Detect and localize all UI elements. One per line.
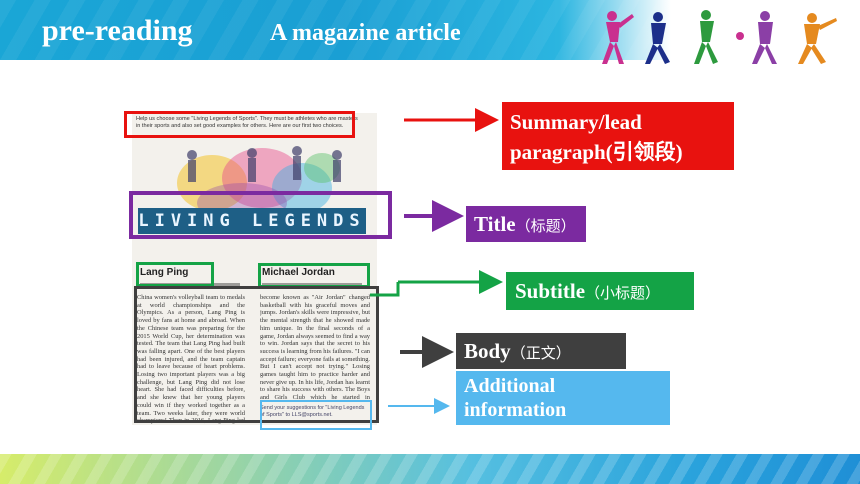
body-highlight (134, 286, 379, 423)
magazine-intro-text: Help us choose some "Living Legends of S… (136, 116, 358, 129)
ball-icon (736, 32, 744, 40)
footer-band (0, 454, 860, 484)
subtitle-highlight-left (136, 262, 214, 287)
additional-highlight (260, 400, 372, 430)
subtitle-label-cn: （小标题） (585, 284, 661, 302)
right-footer-text: Send your suggestions for "Living Legend… (260, 405, 365, 418)
footer-band-stripes (0, 454, 860, 484)
athlete-figure (752, 11, 777, 64)
body-label: Body（正文） (456, 333, 626, 369)
header-banner (0, 0, 860, 60)
title-label-en: Title (474, 212, 516, 236)
summary-label-text: Summary/lead paragraph(引领段) (510, 110, 683, 164)
title-label-cn: （标题） (515, 217, 576, 235)
subtitle-label: Subtitle（小标题） (506, 272, 694, 310)
right-subtitle: Michael Jordan (262, 267, 335, 278)
subtitle-connector (370, 282, 400, 297)
header-banner-stripes (0, 0, 860, 60)
additional-label-en: Additional information (464, 375, 567, 421)
magazine-title: LIVING LEGENDS (138, 211, 366, 231)
athletes-illustration (602, 10, 837, 64)
slide-title: A magazine article (270, 20, 461, 46)
athlete-figure (798, 13, 837, 64)
magazine-title-banner: LIVING LEGENDS (138, 208, 366, 234)
athlete-figure (602, 11, 634, 64)
right-body-text: become known as "Air Jordan" changed bas… (260, 294, 370, 400)
section-title: pre-reading (42, 14, 193, 47)
summary-label: Summary/lead paragraph(引领段) (502, 102, 734, 170)
title-label: Title（标题） (466, 206, 586, 242)
left-subtitle: Lang Ping (140, 267, 189, 278)
body-label-en: Body (464, 339, 511, 363)
title-highlight (129, 191, 392, 239)
athlete-figure (694, 10, 718, 64)
additional-label: Additional information （补充信息） (456, 371, 670, 443)
summary-highlight (124, 111, 355, 138)
additional-label-cn: （补充信息） (464, 425, 555, 443)
subtitle-label-en: Subtitle (515, 279, 586, 303)
magazine-page: Help us choose some "Living Legends of S… (132, 113, 377, 425)
body-label-cn: （正文） (510, 344, 571, 362)
athlete-figure (645, 12, 670, 64)
